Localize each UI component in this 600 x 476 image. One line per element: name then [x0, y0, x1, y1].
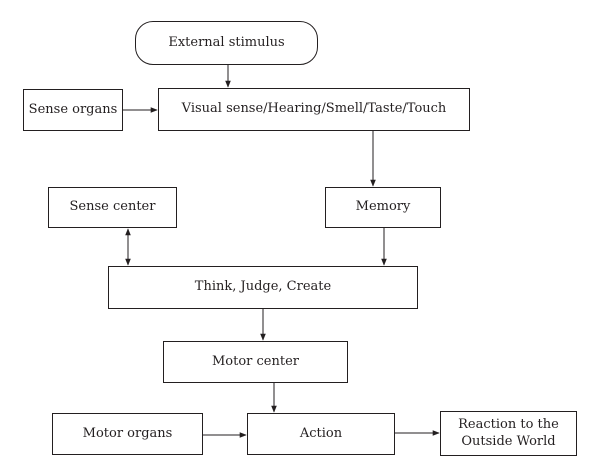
- senses-label: Visual sense/Hearing/Smell/Taste/Touch: [181, 101, 447, 117]
- reaction-label-line1: Reaction to the: [458, 417, 559, 433]
- memory-label: Memory: [355, 199, 411, 215]
- think-judge-create-node: Think, Judge, Create: [108, 266, 418, 309]
- motor-organs-label: Motor organs: [82, 425, 173, 441]
- motor-organs-node: Motor organs: [52, 413, 203, 455]
- action-label: Action: [299, 425, 343, 441]
- reaction-label-line2: Outside World: [461, 433, 556, 449]
- memory-node: Memory: [325, 187, 441, 228]
- external-stimulus-node: External stimulus: [135, 21, 318, 65]
- think-judge-create-label: Think, Judge, Create: [194, 279, 332, 295]
- motor-center-label: Motor center: [211, 353, 299, 369]
- sense-center-node: Sense center: [48, 187, 177, 228]
- sense-organs-label: Sense organs: [28, 101, 118, 117]
- action-node: Action: [247, 413, 395, 455]
- external-stimulus-label: External stimulus: [168, 34, 285, 50]
- reaction-node: Reaction to the Outside World: [440, 411, 577, 456]
- motor-center-node: Motor center: [163, 341, 348, 383]
- sense-center-label: Sense center: [69, 199, 156, 215]
- senses-node: Visual sense/Hearing/Smell/Taste/Touch: [158, 88, 470, 131]
- sense-organs-node: Sense organs: [23, 89, 123, 131]
